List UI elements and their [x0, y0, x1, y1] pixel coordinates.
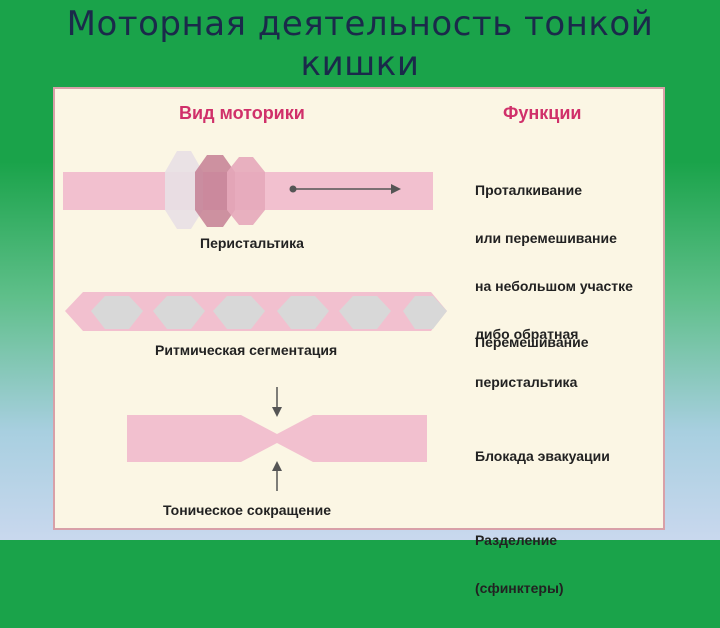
- function-line: или перемешивание: [475, 230, 617, 246]
- functions-segmentation: Перемешивание: [475, 302, 588, 382]
- segment-4: [277, 296, 329, 329]
- header-functions: Функции: [503, 103, 582, 123]
- label-segmentation: Ритмическая сегментация: [155, 342, 338, 358]
- peristalsis-ring-2: [195, 155, 235, 227]
- segment-6: [403, 296, 447, 329]
- segment-2: [153, 296, 205, 329]
- function-line: Блокада эвакуации: [475, 448, 610, 464]
- function-line: либо обратная: [475, 326, 579, 342]
- tonic-tube: [127, 387, 427, 491]
- diagram-panel: Вид моторики Функции Перистальтика Прота…: [53, 87, 665, 596]
- segment-5: [339, 296, 391, 329]
- function-line: Разделение: [475, 532, 558, 548]
- function-line: Перемешивание: [475, 334, 589, 350]
- segment-1: [91, 296, 143, 329]
- function-line: на небольшом участке: [475, 278, 633, 294]
- peristalsis-ring-1: [165, 151, 203, 229]
- header-motility-type: Вид моторики: [179, 103, 305, 123]
- peristalsis-ring-3: [227, 157, 265, 225]
- functions-tonic: Блокада эвакуации Разделение (сфинктеры): [475, 416, 610, 628]
- tonic-arrow-top-head: [272, 407, 282, 417]
- slide-title-line2: кишки: [300, 44, 420, 84]
- function-line: Проталкивание: [475, 182, 583, 198]
- tonic-tube-body: [127, 415, 427, 462]
- diagram-graphics: [63, 151, 447, 491]
- peristalsis-arrow-head: [391, 184, 401, 194]
- tonic-arrow-bottom-head: [272, 461, 282, 471]
- segment-3: [213, 296, 265, 329]
- functions-peristalsis: Проталкивание или перемешивание на небол…: [475, 150, 633, 422]
- slide-title-line1: Моторная деятельность тонкой: [66, 4, 654, 44]
- label-peristalsis: Перистальтика: [200, 235, 304, 251]
- label-tonic: Тоническое сокращение: [163, 502, 331, 518]
- peristalsis-tube: [63, 151, 433, 229]
- segmentation-tube: [65, 292, 447, 331]
- function-line: (сфинктеры): [475, 580, 564, 596]
- function-line: перистальтика: [475, 374, 578, 390]
- slide-title: Моторная деятельность тонкой кишки: [0, 4, 720, 84]
